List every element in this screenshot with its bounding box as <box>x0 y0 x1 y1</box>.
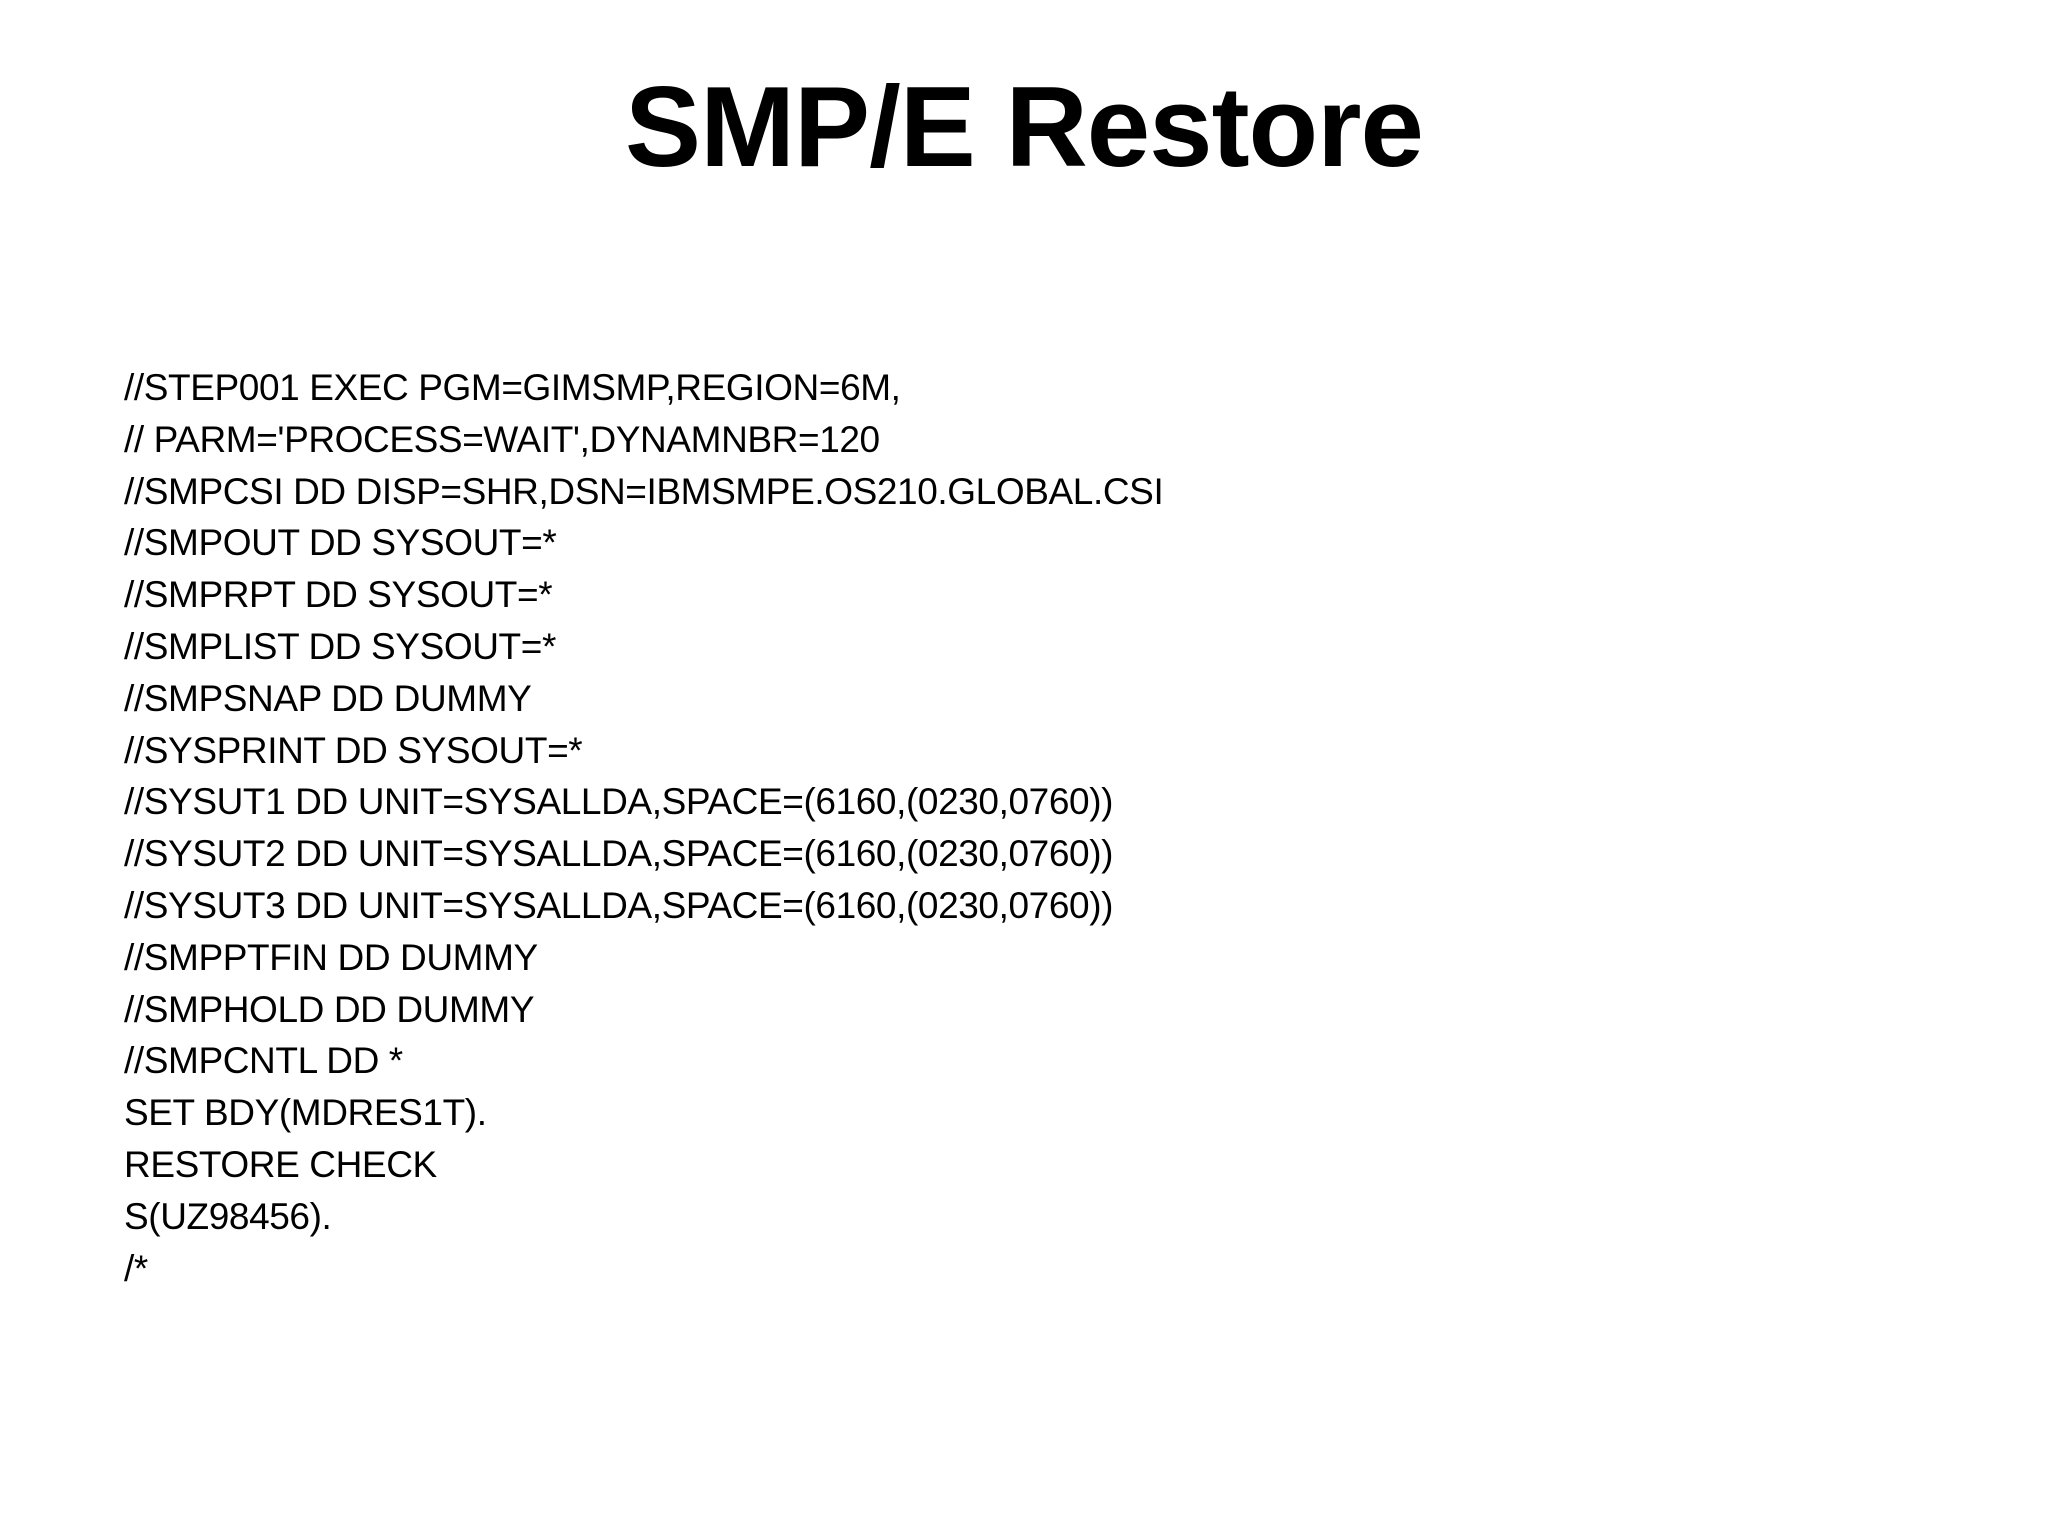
jcl-line: //SYSUT1 DD UNIT=SYSALLDA,SPACE=(6160,(0… <box>124 781 1114 823</box>
jcl-line: //SMPPTFIN DD DUMMY <box>124 936 538 978</box>
jcl-code-block: //STEP001 EXEC PGM=GIMSMP,REGION=6M, // … <box>124 362 1924 1294</box>
jcl-line: //SMPCNTL DD * <box>124 1040 403 1082</box>
jcl-line: //SMPHOLD DD DUMMY <box>124 988 535 1030</box>
jcl-line: //SMPOUT DD SYSOUT=* <box>124 522 557 564</box>
jcl-line: //SYSPRINT DD SYSOUT=* <box>124 729 583 771</box>
jcl-line: //SMPLIST DD SYSOUT=* <box>124 625 556 667</box>
jcl-line: SET BDY(MDRES1T). <box>124 1092 487 1134</box>
jcl-line: //SMPRPT DD SYSOUT=* <box>124 574 553 616</box>
jcl-line: //SYSUT2 DD UNIT=SYSALLDA,SPACE=(6160,(0… <box>124 833 1114 875</box>
jcl-line: S(UZ98456). <box>124 1195 332 1237</box>
jcl-line: //STEP001 EXEC PGM=GIMSMP,REGION=6M, <box>124 367 901 408</box>
slide-title: SMP/E Restore <box>625 64 1424 191</box>
jcl-line: // PARM='PROCESS=WAIT',DYNAMNBR=120 <box>124 418 880 460</box>
jcl-line: /* <box>124 1247 148 1289</box>
jcl-line: //SMPSNAP DD DUMMY <box>124 677 532 719</box>
jcl-line: RESTORE CHECK <box>124 1143 437 1185</box>
jcl-line: //SYSUT3 DD UNIT=SYSALLDA,SPACE=(6160,(0… <box>124 884 1114 926</box>
jcl-line: //SMPCSI DD DISP=SHR,DSN=IBMSMPE.OS210.G… <box>124 470 1164 512</box>
